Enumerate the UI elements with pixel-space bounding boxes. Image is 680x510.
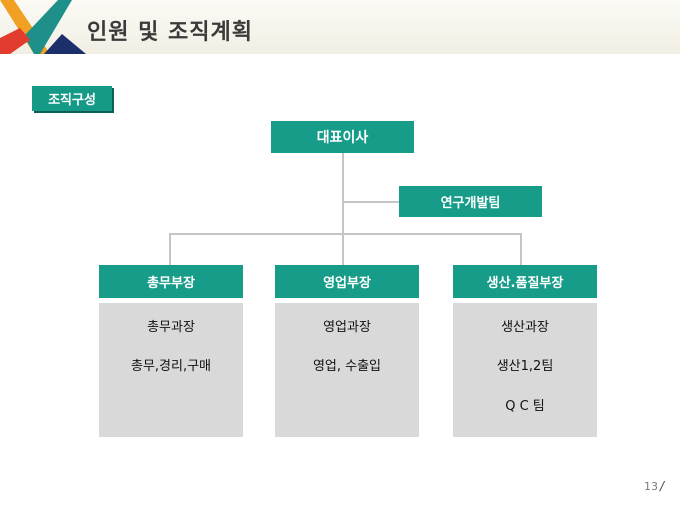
connector-horizontal	[169, 233, 522, 235]
page-number: 13	[644, 480, 658, 493]
dept-panel-sales: 영업과장 영업, 수출입	[275, 303, 419, 437]
ceo-box: 대표이사	[271, 121, 414, 153]
title-bar: 인원 및 조직계획	[0, 0, 680, 54]
panel-item: 총무과장	[147, 320, 195, 335]
page-title: 인원 및 조직계획	[87, 20, 253, 45]
dept-panel-production-quality: 생산과장 생산1,2팀 Q C 팀	[453, 303, 597, 437]
connector-rnd	[343, 201, 399, 203]
panel-item: 총무,경리,구매	[130, 359, 212, 374]
connector-ceo-down	[342, 153, 344, 234]
rnd-team-box: 연구개발팀	[399, 186, 542, 217]
panel-item: 영업, 수출입	[312, 359, 382, 374]
dept-panel-general-affairs: 총무과장 총무,경리,구매	[99, 303, 243, 437]
dept-box-sales: 영업부장	[275, 265, 419, 298]
page-mark-icon: /	[660, 479, 665, 493]
panel-item: 생산과장	[501, 320, 549, 335]
panel-item: Q C 팀	[505, 399, 545, 414]
connector-dept-3	[520, 233, 522, 265]
panel-item: 생산1,2팀	[496, 359, 554, 374]
connector-dept-2	[342, 233, 344, 265]
section-label: 조직구성	[32, 86, 112, 111]
dept-box-general-affairs: 총무부장	[99, 265, 243, 298]
connector-dept-1	[169, 233, 171, 265]
dept-box-production-quality: 생산.품질부장	[453, 265, 597, 298]
panel-item: 영업과장	[323, 320, 371, 335]
logo-icon	[0, 0, 86, 54]
